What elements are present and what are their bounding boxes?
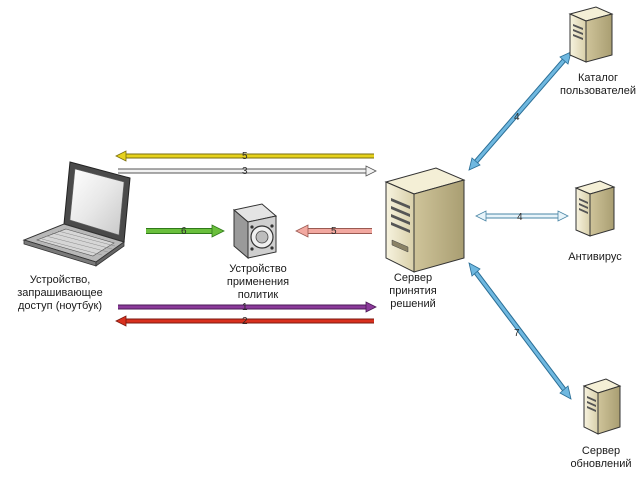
- update-server-label-line-2: обновлений: [570, 458, 632, 470]
- user-catalog-label: Каталог пользователей: [556, 72, 640, 98]
- laptop-icon: [22, 161, 131, 267]
- antivirus-label-line-1: Антивирус: [568, 251, 622, 263]
- arrow-update-bidirectional: 7: [468, 262, 572, 400]
- arrow-antivirus-number: 4: [517, 212, 523, 223]
- user-catalog-label-line-2: пользователей: [560, 85, 636, 97]
- arrow-catalog-bidirectional: 4: [468, 51, 572, 171]
- laptop-label: Устройство, запрашивающее доступ (ноутбу…: [0, 274, 120, 313]
- arrow-1-purple: 1: [118, 301, 377, 313]
- update-server-label-line-1: Сервер: [581, 445, 621, 457]
- antivirus-label: Антивирус: [560, 251, 630, 264]
- policy-device-label-line-3: политик: [237, 289, 279, 301]
- decision-server-icon: [384, 167, 466, 273]
- arrow-catalog-number: 4: [514, 112, 520, 123]
- decision-server-label-line-3: решений: [390, 298, 436, 310]
- laptop-label-line-2: запрашивающее: [17, 287, 103, 299]
- arrow-2-red-number: 2: [242, 316, 248, 327]
- arrow-5-pink-number: 5: [331, 226, 337, 237]
- arrow-antivirus-bidirectional: 4: [475, 210, 569, 223]
- arrow-3-white-number: 3: [242, 166, 248, 177]
- policy-device-label-line-1: Устройство: [229, 263, 287, 275]
- arrow-update-number: 7: [514, 328, 520, 339]
- arrow-6-green-number: 6: [181, 226, 187, 237]
- arrow-5-yellow: 5: [115, 150, 374, 162]
- laptop-label-line-3: доступ (ноутбук): [17, 300, 102, 312]
- policy-device-label-line-2: применения: [226, 276, 290, 288]
- arrow-5-yellow-number: 5: [242, 151, 248, 162]
- policy-device-icon: [232, 203, 278, 260]
- user-catalog-server-icon: [568, 6, 614, 63]
- policy-device-label: Устройство применения политик: [210, 263, 306, 302]
- decision-server-label-line-2: принятия: [389, 285, 437, 297]
- arrow-5-pink: 5: [295, 224, 372, 238]
- decision-server-label: Сервер принятия решений: [378, 272, 448, 311]
- arrow-6-green: 6: [146, 224, 225, 238]
- update-server-icon: [582, 378, 622, 435]
- update-server-label: Сервер обновлений: [566, 445, 636, 471]
- laptop-label-line-1: Устройство,: [29, 274, 91, 286]
- user-catalog-label-line-1: Каталог: [578, 72, 618, 84]
- arrow-1-purple-number: 1: [242, 302, 248, 313]
- arrow-3-white: 3: [118, 165, 377, 177]
- arrow-2-red: 2: [115, 315, 374, 327]
- antivirus-server-icon: [574, 180, 616, 237]
- decision-server-label-line-1: Сервер: [393, 272, 433, 284]
